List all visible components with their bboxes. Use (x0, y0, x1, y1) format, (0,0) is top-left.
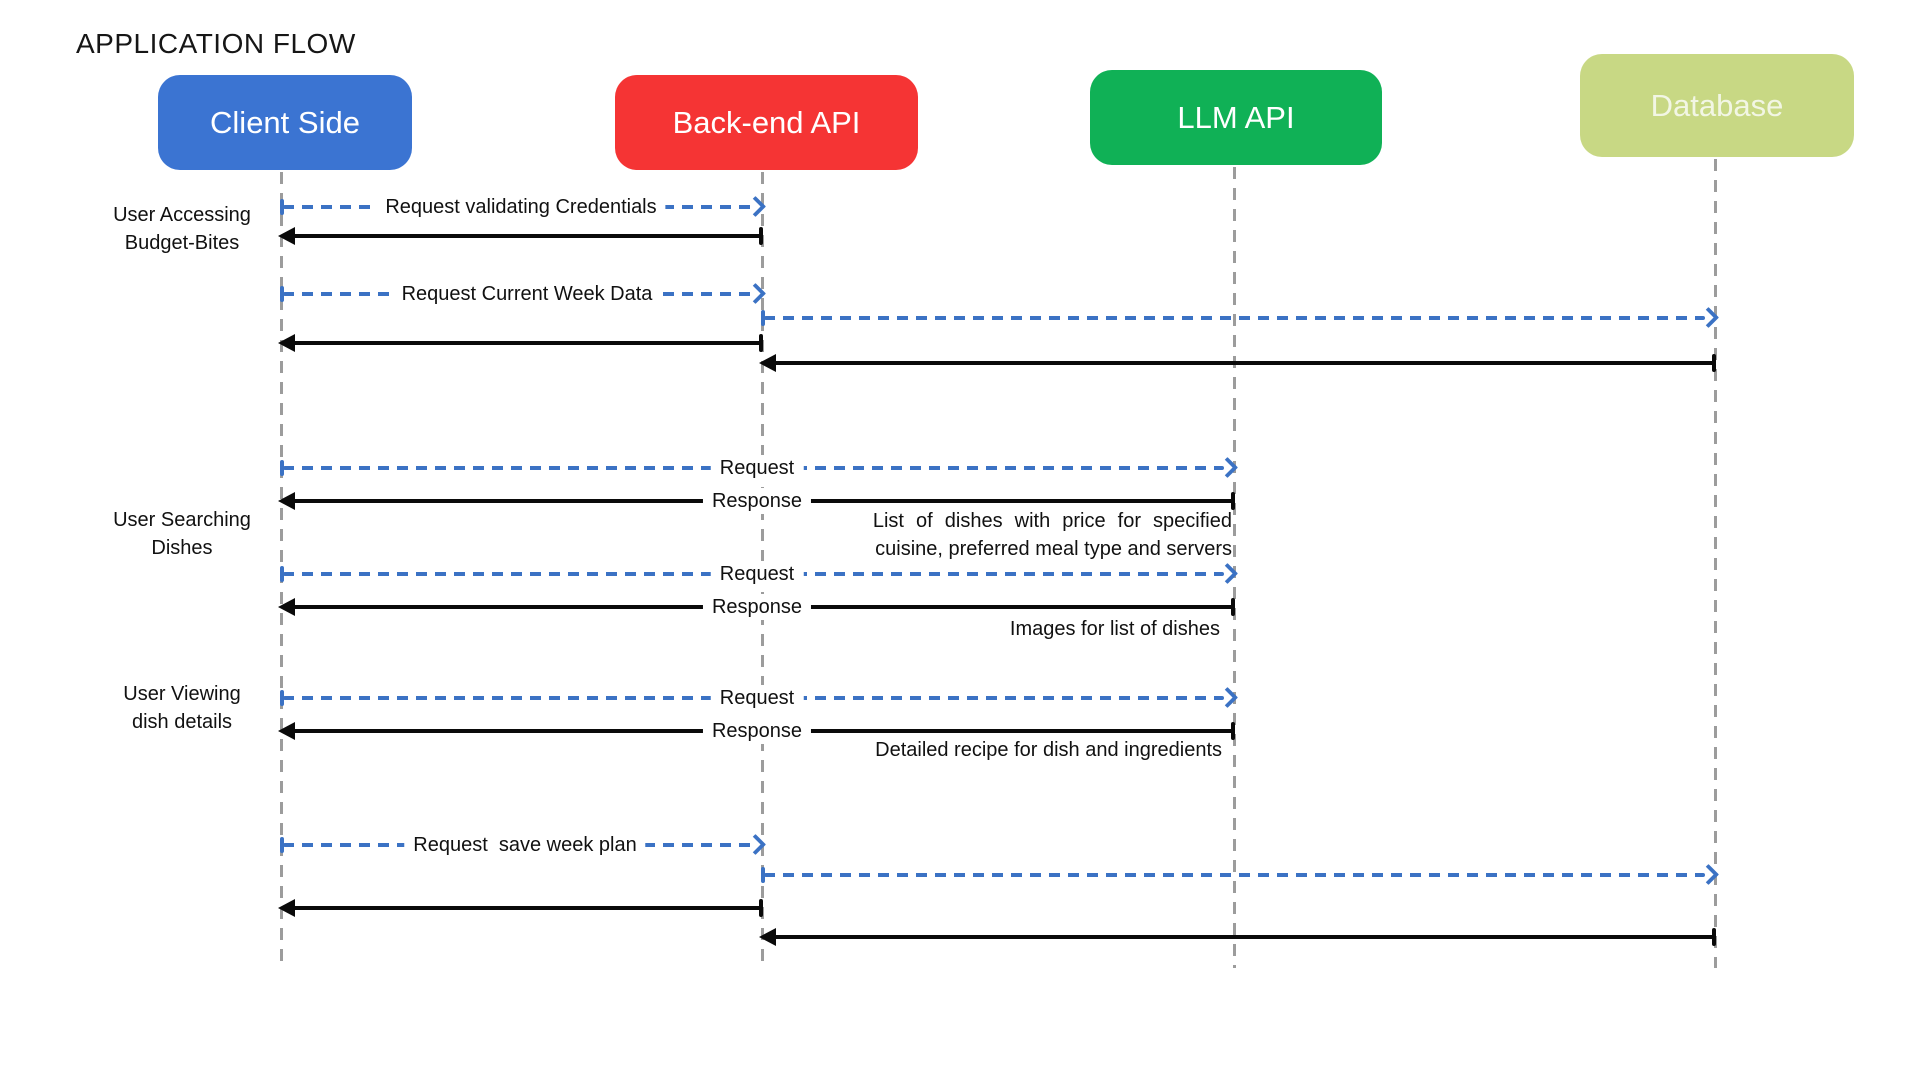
annotation-recipe: Detailed recipe for dish and ingredients (875, 736, 1222, 764)
arrowhead-left-icon (278, 492, 295, 510)
phase-label-line: Dishes (151, 537, 213, 559)
arrow-origin-tick (761, 867, 765, 883)
solid-line (294, 906, 760, 910)
dashed-line (764, 316, 1705, 320)
lifeline-llm-api (1233, 167, 1236, 968)
arrowhead-left-icon (278, 227, 295, 245)
annotation-line: cuisine, preferred meal type and servers (875, 538, 1232, 560)
message-label: Response (702, 594, 812, 620)
diagram-title: APPLICATION FLOW (76, 28, 356, 59)
phase-label-user-accessing: User Accessing Budget-Bites (57, 201, 307, 257)
annotation-line: Detailed recipe for dish and ingredients (875, 739, 1222, 761)
phase-label-user-searching: User Searching Dishes (57, 506, 307, 562)
actor-client-side: Client Side (158, 75, 412, 170)
solid-line (775, 361, 1713, 365)
actor-database: Database (1580, 54, 1854, 157)
arrow-origin-tick (280, 566, 284, 582)
message-label: Response (702, 488, 812, 514)
phase-label-line: User Searching (113, 509, 251, 531)
arrow-origin-tick (280, 286, 284, 302)
arrow-origin-tick (759, 899, 763, 917)
arrowhead-left-icon (278, 598, 295, 616)
arrow-origin-tick (1712, 354, 1716, 372)
phase-label-user-viewing: User Viewing dish details (57, 680, 307, 736)
dashed-line (764, 873, 1705, 877)
arrow-origin-tick (759, 227, 763, 245)
annotation-line: List of dishes with price for specified (872, 510, 1232, 532)
annotation-line: Images for list of dishes (1009, 618, 1220, 640)
arrowhead-left-icon (278, 899, 295, 917)
annotation-images: Images for list of dishes (1010, 615, 1220, 643)
message-label: Request (710, 455, 804, 481)
arrow-origin-tick (1712, 928, 1716, 946)
solid-line (775, 935, 1713, 939)
message-label: Request (710, 685, 804, 711)
lifeline-database (1714, 159, 1717, 968)
arrowhead-left-icon (278, 722, 295, 740)
arrow-origin-tick (761, 310, 765, 326)
message-label: Request validating Credentials (376, 194, 666, 220)
actor-backend-api: Back-end API (615, 75, 918, 170)
phase-label-line: User Viewing (123, 683, 241, 705)
annotation-dish-list: List of dishes with price for specified … (873, 507, 1232, 563)
phase-label-line: dish details (131, 711, 233, 733)
message-label: Request Current Week Data (392, 281, 662, 307)
solid-line (294, 341, 760, 345)
message-label: Request (710, 561, 804, 587)
solid-line (294, 234, 760, 238)
message-label: Response (702, 718, 812, 744)
arrow-origin-tick (280, 690, 284, 706)
arrow-origin-tick (1231, 598, 1235, 616)
arrow-origin-tick (280, 199, 284, 215)
arrow-origin-tick (759, 334, 763, 352)
arrowhead-left-icon (759, 354, 776, 372)
message-label: Request save week plan (404, 832, 646, 858)
phase-label-line: Budget-Bites (124, 232, 240, 254)
phase-label-line: User Accessing (113, 204, 251, 226)
arrow-origin-tick (1231, 722, 1235, 740)
arrow-origin-tick (280, 460, 284, 476)
arrowhead-left-icon (759, 928, 776, 946)
actor-llm-api: LLM API (1090, 70, 1382, 165)
arrowhead-left-icon (278, 334, 295, 352)
arrow-origin-tick (280, 837, 284, 853)
arrow-origin-tick (1231, 492, 1235, 510)
